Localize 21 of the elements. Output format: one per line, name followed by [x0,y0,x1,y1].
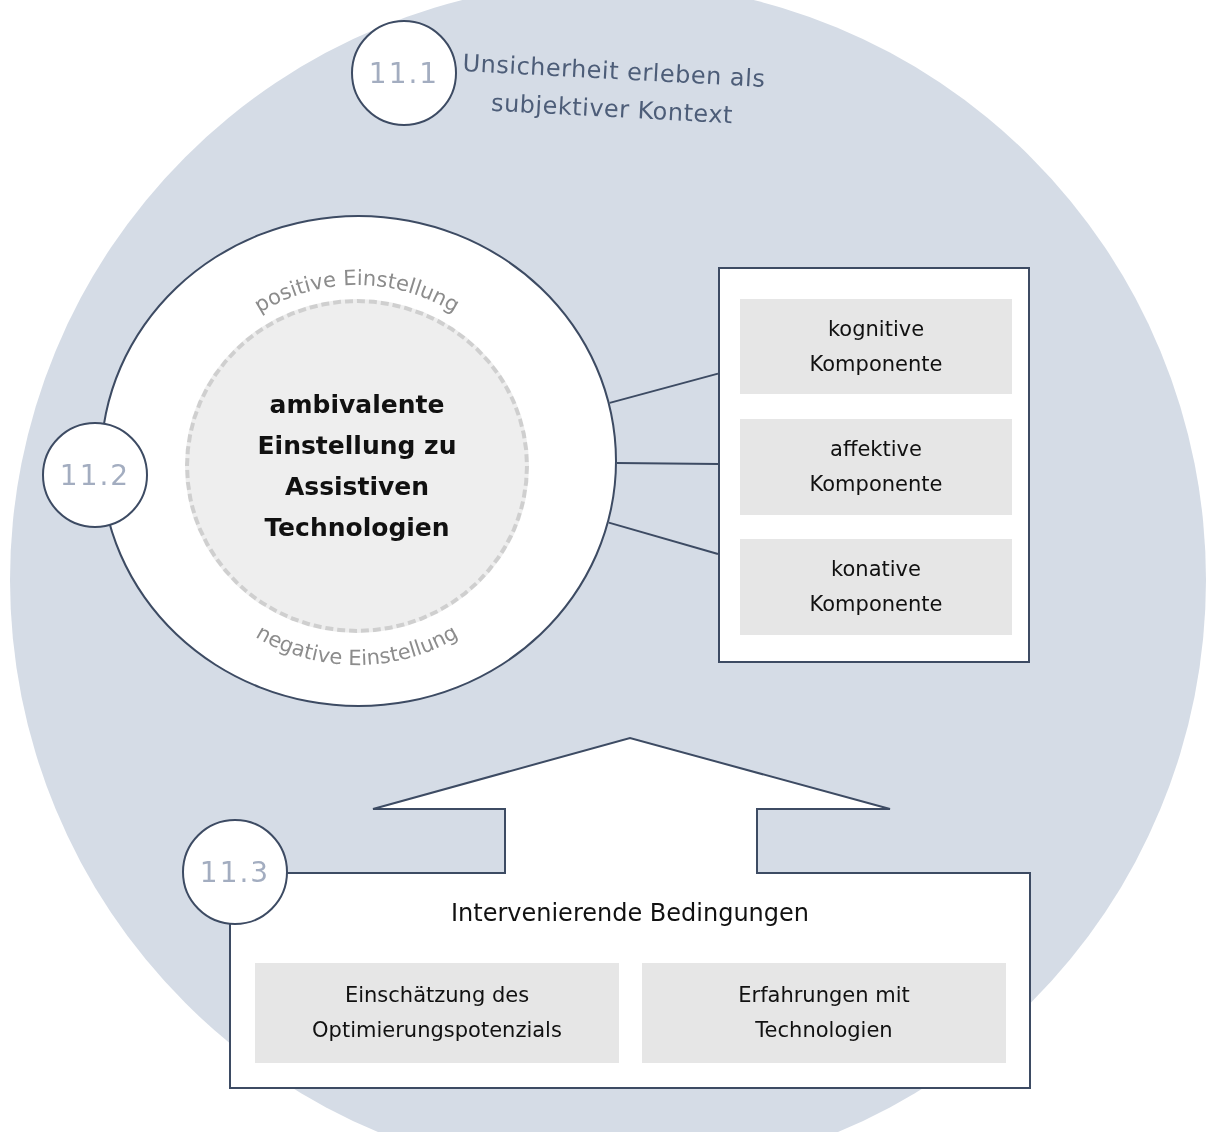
block-arrow [372,736,891,875]
core-text: ambivalente Einstellung zu Assistiven Technologien [256,389,458,544]
connector-line [616,462,719,465]
condition-box [255,963,619,1063]
section-number: 11.3 [199,855,271,889]
component-label: affektive Komponente [808,436,944,498]
context-heading: Unsicherheit erleben als subjektiver Kontext [460,48,768,132]
component-label: Einschätzung des Optimierungspotenzials [311,982,563,1044]
component-box [740,299,1012,394]
component-label: kognitive Komponente [808,315,944,378]
section-number: 11.2 [59,458,131,492]
component-box [740,419,1012,515]
connector-line [607,521,719,555]
conditions-heading: Intervenierende Bedingungen [449,899,811,927]
component-box [740,539,1012,635]
component-label: Erfahrungen mit Technologien [737,982,911,1044]
connector-line [608,372,719,404]
component-label: konative Komponente [808,556,944,618]
section-number: 11.1 [368,56,440,90]
component-panel [718,267,1030,663]
condition-box [642,963,1006,1063]
